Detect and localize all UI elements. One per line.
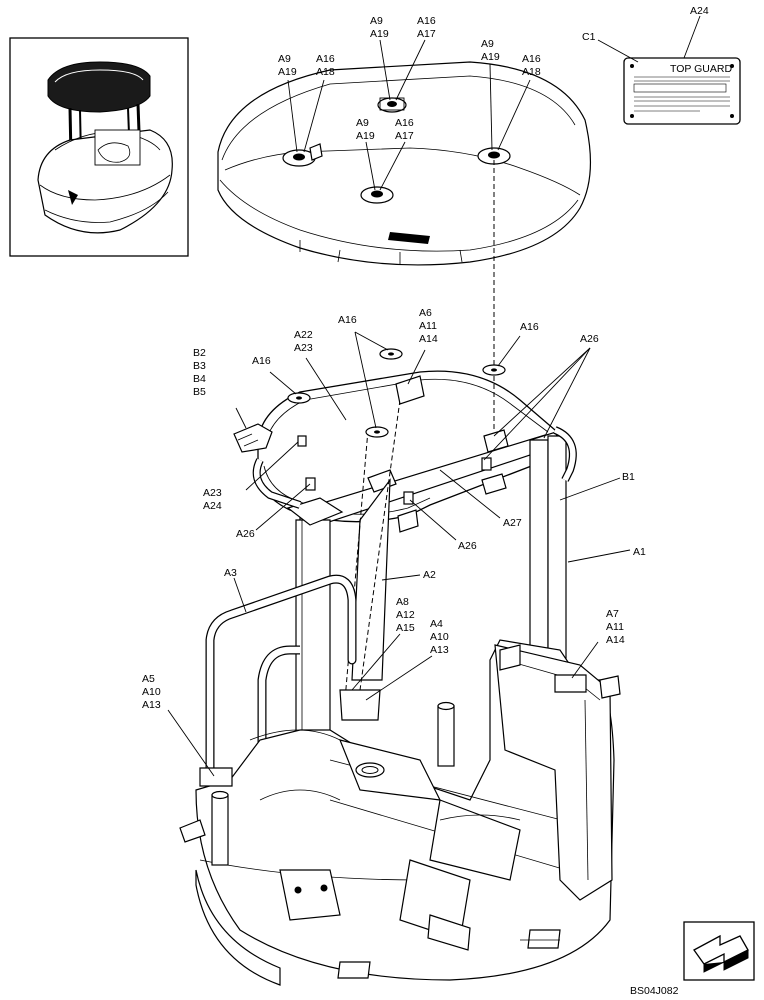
- label-a16: A16: [338, 314, 357, 326]
- label-a11: A11: [606, 621, 624, 633]
- label-a26: A26: [458, 540, 477, 552]
- label-a8: A8: [396, 596, 409, 608]
- label-a14: A14: [419, 333, 438, 345]
- label-a9: A9: [481, 38, 494, 50]
- label-a1: A1: [633, 546, 646, 558]
- label-b2: B2: [193, 347, 206, 359]
- label-a16: A16: [316, 53, 335, 65]
- label-a9: A9: [278, 53, 291, 65]
- label-a24: A24: [203, 500, 222, 512]
- label-a16: A16: [520, 321, 539, 333]
- label-a23: A23: [203, 487, 222, 499]
- label-a19: A19: [370, 28, 389, 40]
- label-a16: A16: [417, 15, 436, 27]
- label-a16: A16: [252, 355, 271, 367]
- label-a6: A6: [419, 307, 432, 319]
- label-a13: A13: [430, 644, 449, 656]
- label-a12: A12: [396, 609, 415, 621]
- label-a18: A18: [522, 66, 541, 78]
- label-a9: A9: [370, 15, 383, 27]
- label-a15: A15: [396, 622, 415, 634]
- label-a22: A22: [294, 329, 313, 341]
- label-a2: A2: [423, 569, 436, 581]
- machine-inset: [9, 37, 189, 257]
- label-a17: A17: [395, 130, 414, 142]
- label-a27: A27: [503, 517, 522, 529]
- label-b3: B3: [193, 360, 206, 372]
- label-a24: A24: [690, 5, 709, 17]
- top-guard-decal: TOP GUARD: [597, 15, 741, 125]
- label-a10: A10: [430, 631, 449, 643]
- frame-leaders: [167, 331, 631, 777]
- label-a14: A14: [606, 634, 625, 646]
- label-a11: A11: [419, 320, 437, 332]
- label-a26: A26: [580, 333, 599, 345]
- label-a16: A16: [522, 53, 541, 65]
- label-a26: A26: [236, 528, 255, 540]
- label-a23: A23: [294, 342, 313, 354]
- label-c1: C1: [582, 31, 596, 43]
- label-b4: B4: [193, 373, 206, 385]
- orientation-arrow-box: [683, 921, 755, 981]
- label-a17: A17: [417, 28, 436, 40]
- label-a16: A16: [395, 117, 414, 129]
- top-leaders: [287, 39, 531, 191]
- drawing-code: BS04J082: [630, 985, 679, 997]
- label-a13: A13: [142, 699, 161, 711]
- label-b5: B5: [193, 386, 206, 398]
- label-a19: A19: [356, 130, 375, 142]
- label-a5: A5: [142, 673, 155, 685]
- label-a10: A10: [142, 686, 161, 698]
- label-a19: A19: [278, 66, 297, 78]
- label-a4: A4: [430, 618, 443, 630]
- label-a18: A18: [316, 66, 335, 78]
- label-a7: A7: [606, 608, 619, 620]
- label-a3: A3: [224, 567, 237, 579]
- label-a9: A9: [356, 117, 369, 129]
- label-a19: A19: [481, 51, 500, 63]
- upper-structure-base: [179, 639, 621, 986]
- roof-panel: [217, 61, 592, 266]
- decal-title: TOP GUARD: [670, 63, 732, 75]
- label-b1: B1: [622, 471, 635, 483]
- callout-labels: A9 A19 A16 A18 A9 A19 A16 A17 A9 A19 A16…: [142, 5, 709, 711]
